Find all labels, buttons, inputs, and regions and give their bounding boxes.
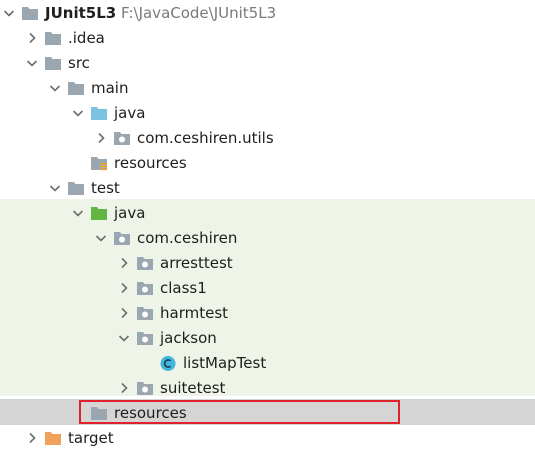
tree-row-main[interactable]: main [0,76,535,101]
tree-row-label: main [91,79,129,97]
tree-row-class-listmaptest[interactable]: listMapTest [0,351,535,376]
tree-row-label: java [114,104,146,122]
test-scope-band [0,199,535,396]
folder-icon [67,76,85,101]
chevron-right-icon[interactable] [118,376,130,401]
tree-row-label: target [68,429,114,447]
chevron-down-icon[interactable] [118,326,130,351]
package-icon [136,376,154,401]
tree-row-label: com.ceshiren [137,229,238,247]
tree-row-label: com.ceshiren.utils [137,129,274,147]
tree-row-label: listMapTest [183,354,267,372]
tree-row-label: resources [114,154,187,172]
chevron-down-icon[interactable] [95,226,107,251]
resources-folder-icon [90,151,108,176]
chevron-right-icon[interactable] [95,126,107,151]
project-path: F:\JavaCode\JUnit5L3 [121,4,277,22]
folder-icon [90,401,108,426]
tree-row-package-ceshiren[interactable]: com.ceshiren [0,226,535,251]
chevron-right-icon[interactable] [26,26,38,51]
chevron-down-icon[interactable] [72,201,84,226]
chevron-right-icon[interactable] [118,251,130,276]
test-source-folder-icon [90,201,108,226]
tree-row-label: jackson [160,329,217,347]
tree-row-label: class1 [160,279,207,297]
package-icon [136,326,154,351]
excluded-folder-icon [44,426,62,451]
tree-row-target[interactable]: target [0,426,535,451]
tree-row-label: .idea [68,29,105,47]
tree-row-main-java[interactable]: java [0,101,535,126]
chevron-right-icon[interactable] [26,426,38,451]
class-icon [159,351,177,376]
tree-row-label: src [68,54,90,72]
tree-row-label: test [91,179,120,197]
chevron-right-icon[interactable] [118,276,130,301]
tree-row-label: suitetest [160,379,226,397]
tree-row-idea[interactable]: .idea [0,26,535,51]
chevron-down-icon[interactable] [49,176,61,201]
tree-row-test[interactable]: test [0,176,535,201]
tree-row-label: java [114,204,146,222]
folder-icon [21,1,39,26]
tree-row-test-resources[interactable]: resources [0,401,535,426]
tree-row-package-class1[interactable]: class1 [0,276,535,301]
chevron-down-icon[interactable] [3,1,15,26]
chevron-right-icon[interactable] [118,301,130,326]
tree-row-label: resources [114,404,187,422]
tree-row-package-arresttest[interactable]: arresttest [0,251,535,276]
chevron-down-icon[interactable] [49,76,61,101]
tree-row-label: arresttest [160,254,233,272]
source-folder-icon [90,101,108,126]
tree-row-package-harmtest[interactable]: harmtest [0,301,535,326]
chevron-down-icon[interactable] [26,51,38,76]
tree-row-label: harmtest [160,304,229,322]
chevron-down-icon[interactable] [72,101,84,126]
tree-row-label: JUnit5L3 [45,4,117,22]
tree-row-package-utils[interactable]: com.ceshiren.utils [0,126,535,151]
package-icon [136,301,154,326]
folder-icon [67,176,85,201]
tree-row-test-java[interactable]: java [0,201,535,226]
folder-icon [44,51,62,76]
package-icon [136,251,154,276]
package-icon [113,226,131,251]
tree-row-package-jackson[interactable]: jackson [0,326,535,351]
package-icon [136,276,154,301]
tree-row-package-suitetest[interactable]: suitetest [0,376,535,401]
tree-row-main-resources[interactable]: resources [0,151,535,176]
tree-row-src[interactable]: src [0,51,535,76]
package-icon [113,126,131,151]
selected-row-highlight [0,399,535,425]
folder-icon [44,26,62,51]
